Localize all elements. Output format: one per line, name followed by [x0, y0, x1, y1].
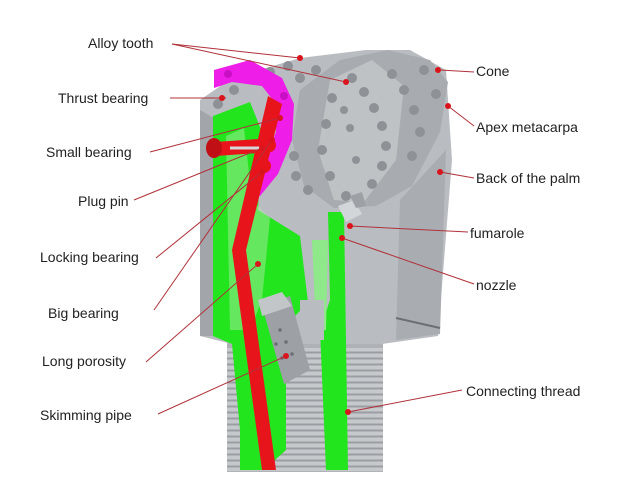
bearing-elements: [206, 96, 282, 470]
label-back-of-palm: Back of the palm: [476, 170, 580, 186]
label-plug-pin: Plug pin: [78, 193, 129, 209]
label-alloy-tooth: Alloy tooth: [88, 35, 153, 51]
nozzle-part: [338, 192, 366, 222]
label-long-porosity: Long porosity: [42, 353, 126, 369]
label-apex-metacarpa: Apex metacarpa: [476, 119, 578, 135]
label-nozzle: nozzle: [476, 277, 517, 293]
label-big-bearing: Big bearing: [48, 305, 119, 321]
point-markers: [219, 55, 451, 415]
label-connecting-thread: Connecting thread: [466, 383, 580, 399]
leader-lines: [133, 43, 475, 415]
skimming-pipe-part: [258, 292, 310, 384]
label-fumarole: fumarole: [470, 225, 525, 241]
label-small-bearing: Small bearing: [46, 144, 132, 160]
label-cone: Cone: [476, 63, 510, 79]
label-thrust-bearing: Thrust bearing: [58, 90, 148, 106]
label-skimming-pipe: Skimming pipe: [40, 407, 132, 423]
label-locking-bearing: Locking bearing: [40, 249, 139, 265]
thrust-bearing-part: [214, 60, 294, 196]
